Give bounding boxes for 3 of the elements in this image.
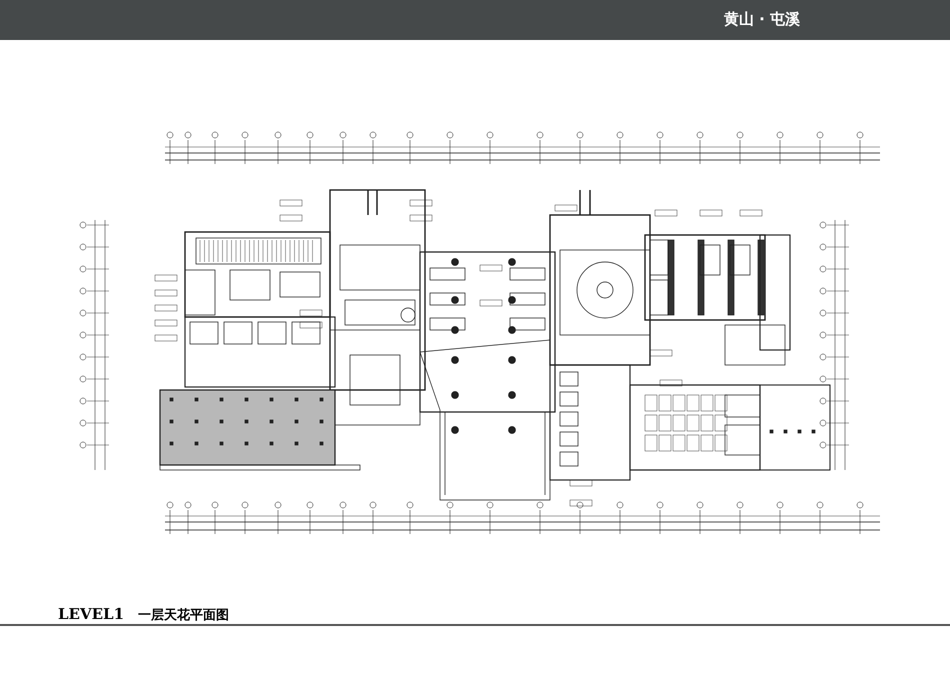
header-title: 黄山 · 屯溪: [724, 10, 800, 29]
level-label: LEVEL1: [58, 605, 124, 623]
drawing-title: 一层天花平面图: [138, 607, 229, 624]
